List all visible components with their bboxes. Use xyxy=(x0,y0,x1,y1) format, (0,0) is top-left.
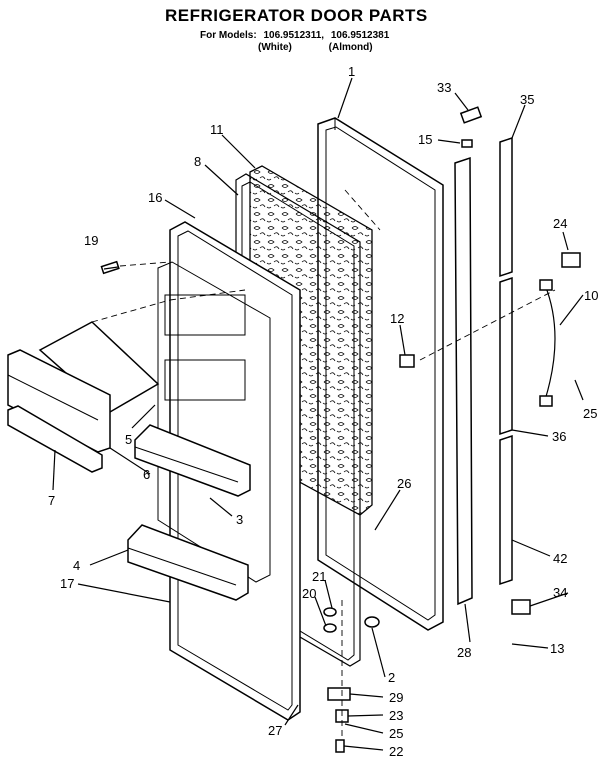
callout-35: 35 xyxy=(520,92,534,107)
callout-2: 2 xyxy=(388,670,395,685)
model-number-almond: 106.9512381 xyxy=(330,30,390,41)
callout-13: 13 xyxy=(550,641,564,656)
callout-11: 11 xyxy=(210,122,224,137)
variant-almond: (Almond) xyxy=(328,42,373,53)
callout-28: 28 xyxy=(457,645,471,660)
callout-1: 1 xyxy=(348,64,355,79)
hinge-washers xyxy=(323,607,380,633)
callout-25-handle: 25 xyxy=(583,406,597,421)
plug-button xyxy=(461,139,473,148)
callout-27: 27 xyxy=(268,723,282,738)
callout-16: 16 xyxy=(148,190,162,205)
bracket-lower xyxy=(511,599,531,615)
callout-3: 3 xyxy=(236,512,243,527)
model-variants: (White) (Almond) xyxy=(258,42,407,53)
callout-7: 7 xyxy=(48,493,55,508)
handle-trim-strip-36 xyxy=(499,276,513,436)
model-numbers: For Models: 106.9512311, 106.9512381 xyxy=(200,30,393,41)
callout-6: 6 xyxy=(143,467,150,482)
door-bin-middle xyxy=(134,424,251,497)
callout-34: 34 xyxy=(553,585,567,600)
door-stop xyxy=(399,354,415,368)
model-number-white: 106.9512311, xyxy=(263,30,325,41)
callout-17: 17 xyxy=(60,576,74,591)
door-handle xyxy=(539,279,556,407)
callout-5: 5 xyxy=(125,432,132,447)
callout-10: 10 xyxy=(584,288,598,303)
models-label: For Models: xyxy=(200,30,257,41)
handle-trim-strip-35 xyxy=(499,136,513,278)
callout-15: 15 xyxy=(418,132,432,147)
callout-20: 20 xyxy=(302,586,316,601)
callout-numbers: 1 33 15 35 11 8 16 24 19 10 12 25 36 5 6… xyxy=(48,64,598,759)
variant-white: (White) xyxy=(258,42,292,53)
door-bin-lower xyxy=(127,524,249,601)
page-title: REFRIGERATOR DOOR PARTS xyxy=(165,6,428,25)
handle-trim-strip-42 xyxy=(499,434,513,586)
callout-26: 26 xyxy=(397,476,411,491)
assembly-lines xyxy=(119,189,556,361)
callout-42: 42 xyxy=(553,551,567,566)
callout-21: 21 xyxy=(312,569,326,584)
callout-23: 23 xyxy=(389,708,403,723)
screw-19 xyxy=(100,260,120,275)
callout-12: 12 xyxy=(390,311,404,326)
leader-lines xyxy=(52,77,584,751)
callout-8: 8 xyxy=(194,154,201,169)
hinge-bushing xyxy=(459,106,483,124)
callout-22: 22 xyxy=(389,744,403,759)
callout-4: 4 xyxy=(73,558,80,573)
lower-hinge-assembly xyxy=(327,600,351,753)
callout-19: 19 xyxy=(84,233,98,248)
dairy-door-trim xyxy=(7,405,103,473)
callout-29: 29 xyxy=(389,690,403,705)
callout-24: 24 xyxy=(553,216,567,231)
callout-36: 36 xyxy=(552,429,566,444)
callout-33: 33 xyxy=(437,80,451,95)
callout-25-hinge: 25 xyxy=(389,726,403,741)
handle-cap xyxy=(561,252,581,268)
handle-trim-strip-28 xyxy=(454,156,473,606)
